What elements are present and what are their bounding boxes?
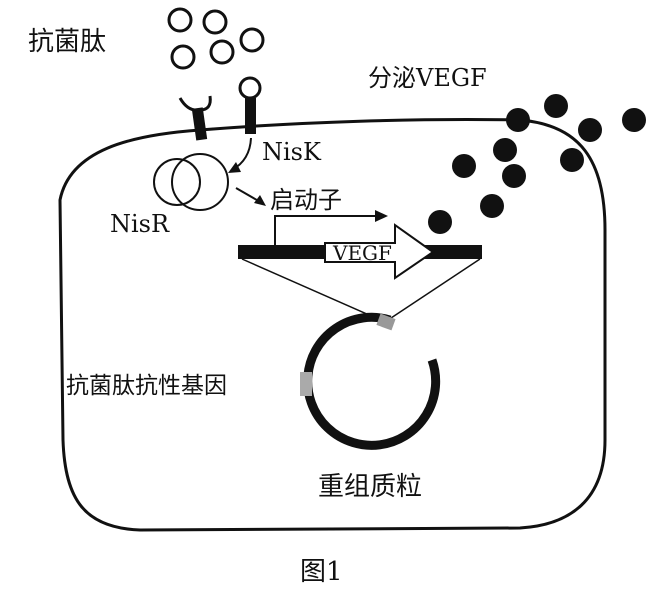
nisr-icon bbox=[153, 153, 229, 211]
arrowheads bbox=[228, 162, 388, 222]
promoter-label: 启动子 bbox=[270, 186, 342, 214]
gene-label: VEGF bbox=[332, 241, 392, 265]
figure-caption: 图1 bbox=[300, 557, 343, 587]
resistance-gene-label: 抗菌肽抗性基因 bbox=[66, 373, 227, 399]
nisk-label: NisK bbox=[262, 138, 322, 166]
plasmid-label: 重组质粒 bbox=[318, 472, 422, 502]
resistance-site bbox=[300, 372, 312, 396]
receptor-empty bbox=[178, 95, 212, 141]
plasmid-ring bbox=[303, 312, 441, 450]
peptide-label: 抗菌肽 bbox=[28, 27, 106, 57]
insert-site bbox=[376, 313, 396, 331]
cell-membrane bbox=[58, 117, 607, 532]
peptide-circles bbox=[167, 7, 265, 70]
secrete-label: 分泌VEGF bbox=[368, 64, 487, 92]
nisr-label: NisR bbox=[110, 210, 170, 238]
vegf-dots bbox=[428, 94, 646, 234]
vegf-gene-arrow bbox=[324, 223, 435, 280]
receptor-nisk bbox=[238, 76, 262, 134]
zoom-lines bbox=[241, 258, 481, 323]
